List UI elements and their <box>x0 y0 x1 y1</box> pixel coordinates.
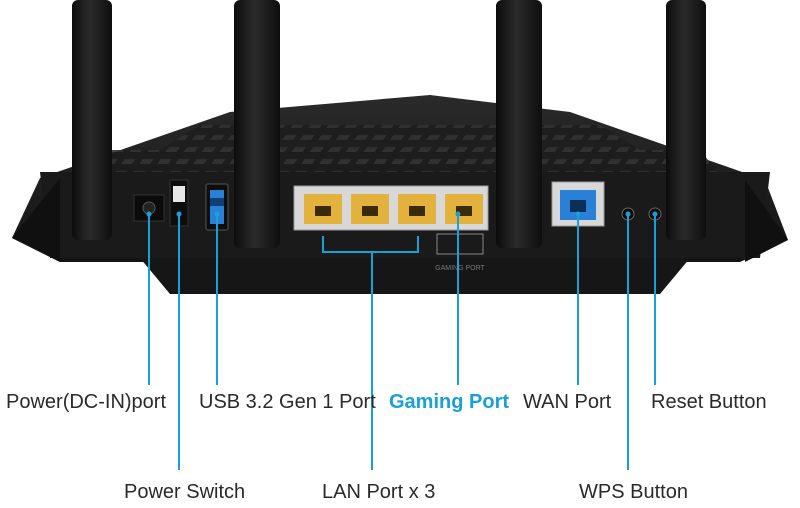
lan-port-block: GAMING PORT <box>293 185 489 272</box>
callout-lines <box>148 214 656 470</box>
power-switch <box>169 179 189 227</box>
label-gaming-port: Gaming Port <box>389 391 510 413</box>
usb-port <box>205 183 229 231</box>
antenna-2 <box>234 0 280 248</box>
label-wps: WPS Button <box>579 481 688 503</box>
antenna-4 <box>666 0 706 240</box>
antenna-1 <box>72 0 112 240</box>
label-usb: USB 3.2 Gen 1 Port <box>199 391 376 413</box>
gaming-port-panel-text: GAMING PORT <box>435 265 485 272</box>
label-wan: WAN Port <box>523 391 612 413</box>
callout-dots <box>146 211 658 217</box>
antenna-3 <box>496 0 542 248</box>
label-power-switch: Power Switch <box>124 481 246 503</box>
label-reset: Reset Button <box>651 391 767 413</box>
label-lan: LAN Port x 3 <box>322 481 436 503</box>
label-power-dc-in: Power(DC-IN)port <box>6 391 167 413</box>
antennas <box>72 0 706 248</box>
